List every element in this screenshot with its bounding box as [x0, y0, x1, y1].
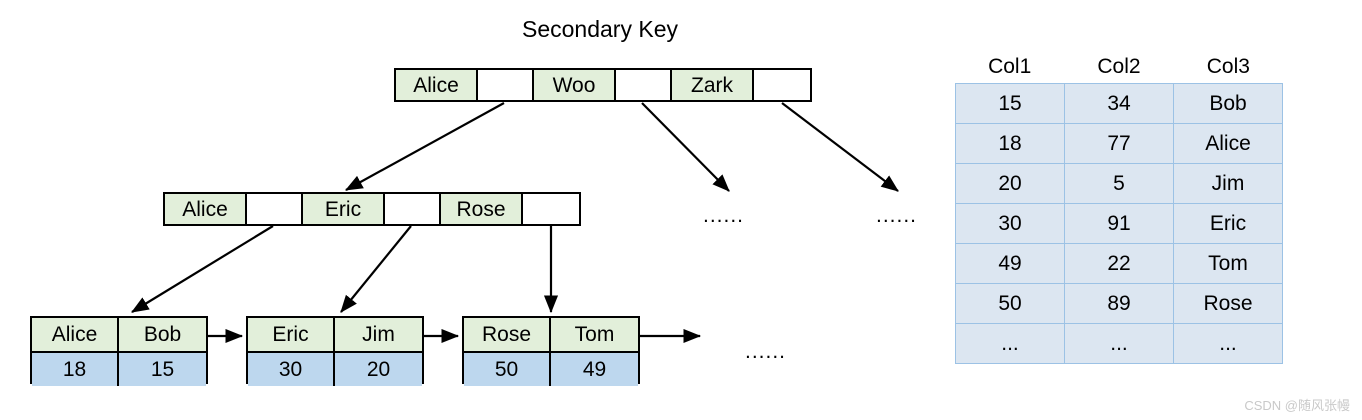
edge-root-to-ellipsis-1	[641, 102, 730, 192]
leaf-value-cell: 18	[32, 353, 119, 386]
table-cell: Eric	[1173, 203, 1283, 244]
table-cell: 18	[955, 123, 1065, 164]
root-cell-key-2: Zark	[672, 70, 754, 100]
internal-cell-pointer-1	[385, 194, 441, 224]
internal-cell-pointer-2	[523, 194, 579, 224]
table-row: 15 34 Bob	[955, 83, 1283, 124]
table-cell: 5	[1064, 163, 1174, 204]
leaf-key-row: Rose Tom	[464, 318, 638, 353]
root-cell-pointer-0	[478, 70, 534, 100]
edge-root-to-ellipsis-2	[781, 102, 899, 192]
internal-cell-key-0: Alice	[165, 194, 247, 224]
table-column-header: Col3	[1206, 55, 1250, 78]
table-column-header: Col2	[1097, 55, 1141, 78]
leaf-key-row: Alice Bob	[32, 318, 206, 353]
leaf-key-row: Eric Jim	[248, 318, 422, 353]
table-cell: Alice	[1173, 123, 1283, 164]
internal-node: Alice Eric Rose	[163, 192, 581, 226]
leaf-value-cell: 15	[119, 353, 206, 386]
leaf-value-row: 50 49	[464, 353, 638, 386]
table-cell: ...	[955, 323, 1065, 364]
table-cell: Tom	[1173, 243, 1283, 284]
table-cell: Jim	[1173, 163, 1283, 204]
ellipsis-marker-middle-left: ......	[703, 204, 745, 227]
table-row: 50 89 Rose	[955, 283, 1283, 324]
leaf-key-cell: Tom	[551, 318, 638, 351]
leaf-value-row: 30 20	[248, 353, 422, 386]
table-cell: 50	[955, 283, 1065, 324]
record-table: 15 34 Bob 18 77 Alice 20 5 Jim 30 91 Eri…	[955, 83, 1283, 364]
table-cell: Bob	[1173, 83, 1283, 124]
leaf-key-cell: Eric	[248, 318, 335, 351]
root-cell-pointer-1	[616, 70, 672, 100]
diagram-title: Secondary Key	[522, 16, 678, 42]
edge-root-to-internal	[345, 102, 505, 191]
table-header-row: Col1 Col2 Col3	[955, 50, 1283, 83]
record-table-container: Col1 Col2 Col3 15 34 Bob 18 77 Alice 20 …	[955, 50, 1283, 364]
leaf-key-cell: Bob	[119, 318, 206, 351]
table-row: 18 77 Alice	[955, 123, 1283, 164]
root-cell-key-0: Alice	[396, 70, 478, 100]
internal-cell-key-2: Rose	[441, 194, 523, 224]
table-cell: 22	[1064, 243, 1174, 284]
table-cell: ...	[1064, 323, 1174, 364]
edge-internal-to-leaf-0	[131, 225, 274, 313]
leaf-node: Eric Jim 30 20	[246, 316, 424, 386]
leaf-node: Rose Tom 50 49	[462, 316, 640, 386]
table-cell: 89	[1064, 283, 1174, 324]
table-row: ... ... ...	[955, 323, 1283, 364]
table-column-header: Col1	[988, 55, 1032, 78]
leaf-value-cell: 50	[464, 353, 551, 386]
table-row: 20 5 Jim	[955, 163, 1283, 204]
table-cell: Rose	[1173, 283, 1283, 324]
leaf-value-cell: 20	[335, 353, 422, 386]
ellipsis-marker-middle-right: ......	[876, 204, 918, 227]
leaf-value-row: 18 15	[32, 353, 206, 386]
table-cell: 49	[955, 243, 1065, 284]
internal-cell-pointer-0	[247, 194, 303, 224]
leaf-node: Alice Bob 18 15	[30, 316, 208, 386]
ellipsis-marker-leaf-right: ......	[745, 340, 787, 363]
table-row: 49 22 Tom	[955, 243, 1283, 284]
internal-cell-key-1: Eric	[303, 194, 385, 224]
leaf-value-cell: 30	[248, 353, 335, 386]
leaf-key-cell: Rose	[464, 318, 551, 351]
table-cell: ...	[1173, 323, 1283, 364]
table-cell: 20	[955, 163, 1065, 204]
table-cell: 77	[1064, 123, 1174, 164]
btree-diagram: Secondary Key Alice Woo Zark Alice Eric …	[30, 16, 918, 386]
root-cell-key-1: Woo	[534, 70, 616, 100]
leaf-key-cell: Jim	[335, 318, 422, 351]
table-cell: 30	[955, 203, 1065, 244]
watermark-text: CSDN @随风张幔	[1244, 398, 1350, 413]
table-cell: 91	[1064, 203, 1174, 244]
root-node: Alice Woo Zark	[394, 68, 812, 102]
leaf-value-cell: 49	[551, 353, 638, 386]
root-cell-pointer-2	[754, 70, 810, 100]
leaf-key-cell: Alice	[32, 318, 119, 351]
table-row: 30 91 Eric	[955, 203, 1283, 244]
table-cell: 15	[955, 83, 1065, 124]
edge-internal-to-leaf-1	[340, 225, 412, 313]
table-cell: 34	[1064, 83, 1174, 124]
